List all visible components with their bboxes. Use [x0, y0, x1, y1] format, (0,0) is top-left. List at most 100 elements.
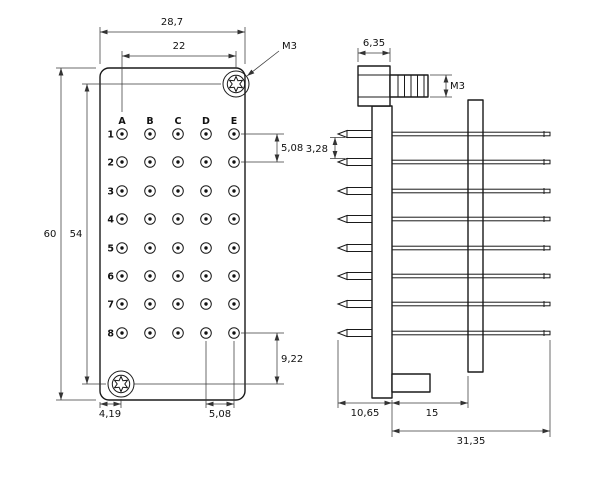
callout-screw-m3: M3 [246, 41, 297, 77]
pin-center [232, 160, 236, 164]
front-view: 28,7 22 M3 60 54 [44, 17, 304, 420]
pin-blade [346, 215, 373, 223]
row-label: 5 [107, 244, 114, 255]
column-label: E [231, 116, 238, 127]
pin-center [148, 302, 152, 306]
pin-socket [172, 213, 184, 225]
screw-stud [389, 74, 429, 98]
pin-tip [336, 157, 348, 167]
pin-center [148, 189, 152, 193]
dim-label-4-19: 4,19 [99, 409, 121, 420]
pin-socket [172, 327, 184, 339]
pin-center [120, 331, 124, 335]
dim-label-6-35: 6,35 [363, 38, 385, 49]
pin-socket [116, 185, 128, 197]
pin-blade [346, 329, 373, 337]
pin-center [176, 302, 180, 306]
dim-pin-gap: 3,28 [306, 137, 345, 159]
pin-center [120, 246, 124, 250]
dim-label-15: 15 [426, 408, 439, 419]
pin-center [120, 132, 124, 136]
screw-stud-threads [397, 75, 425, 97]
pin-socket [116, 298, 128, 310]
side-view: 6,35 M3 3,28 10,65 15 [306, 38, 551, 447]
pin-socket [144, 242, 156, 254]
row-label: 4 [107, 215, 114, 226]
pin-socket [228, 156, 240, 168]
dim-screw-span-height: 54 [70, 83, 221, 385]
leader-line [246, 50, 280, 77]
pin-center [148, 274, 152, 278]
pin-tip [336, 129, 348, 139]
pin-tip [336, 328, 348, 338]
pin-socket [200, 128, 212, 140]
mounting-board [467, 99, 484, 373]
dim-overall-width: 28,7 [99, 17, 246, 64]
pin-center [148, 331, 152, 335]
pin-center [204, 189, 208, 193]
dim-label-60: 60 [44, 229, 57, 240]
dim-label-m3-side: M3 [450, 81, 465, 92]
pin-center [120, 217, 124, 221]
pin-socket [116, 156, 128, 168]
row-label: 1 [107, 130, 114, 141]
pin-center [204, 160, 208, 164]
pin-socket [200, 298, 212, 310]
pin-socket [144, 185, 156, 197]
screw-head-side [357, 65, 391, 107]
pin-socket [200, 185, 212, 197]
row-label: 2 [107, 158, 114, 169]
pin-center [232, 217, 236, 221]
pin-center [176, 132, 180, 136]
pin-center [120, 274, 124, 278]
dim-overall-depth: 31,35 [392, 340, 551, 447]
row-label: 8 [107, 329, 114, 340]
pin-center [232, 246, 236, 250]
dim-body-depth: 10,65 [337, 340, 393, 437]
pin-center [120, 160, 124, 164]
pin-socket [144, 298, 156, 310]
pin-socket [144, 128, 156, 140]
pin-socket [228, 270, 240, 282]
pin-center [204, 302, 208, 306]
pin-center [148, 132, 152, 136]
pin-tip [336, 186, 348, 196]
pin-socket [172, 156, 184, 168]
pin-center [232, 189, 236, 193]
pin-socket [200, 242, 212, 254]
column-label: A [118, 116, 126, 127]
pin-socket [228, 185, 240, 197]
dim-row8-to-screw: 9,22 [134, 332, 303, 385]
pin-blade [346, 244, 373, 252]
pin-socket [116, 270, 128, 282]
pin-socket [116, 242, 128, 254]
connector-body-outline [99, 67, 246, 401]
dim-overall-height: 60 [44, 67, 96, 401]
dim-label-row-pitch: 5,08 [281, 143, 303, 154]
pin-center [232, 302, 236, 306]
pin-center [204, 217, 208, 221]
dim-label-54: 54 [70, 229, 83, 240]
side-body-plate [371, 105, 393, 399]
pin-center [176, 246, 180, 250]
pin-socket [228, 128, 240, 140]
pin-socket [116, 128, 128, 140]
pin-tip [336, 299, 348, 309]
dim-label-9-22: 9,22 [281, 354, 303, 365]
pin-socket [116, 213, 128, 225]
pin-socket [228, 327, 240, 339]
pin-center [204, 274, 208, 278]
pin-socket [172, 298, 184, 310]
row-label: 7 [107, 300, 114, 311]
pin-blade [346, 300, 373, 308]
pin-center [204, 331, 208, 335]
pin-socket [228, 213, 240, 225]
pin-center [232, 132, 236, 136]
dim-pin-to-screw-width: 22 [121, 41, 237, 112]
pin-socket [200, 213, 212, 225]
pin-socket [172, 270, 184, 282]
row-label: 3 [107, 187, 114, 198]
